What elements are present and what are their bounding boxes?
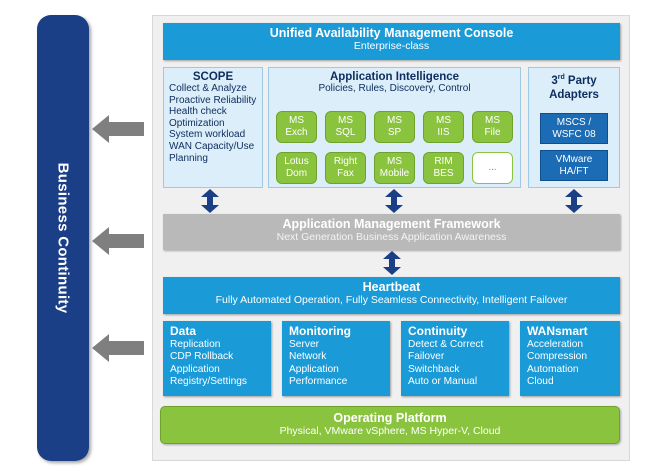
service-continuity: Continuity Detect & Correct Failover Swi… bbox=[401, 321, 509, 396]
platform-title: Operating Platform bbox=[333, 411, 447, 425]
app-tile-line: SP bbox=[387, 127, 402, 138]
scope-title: SCOPE bbox=[192, 71, 234, 83]
service-monitoring: Monitoring Server Network Application Pe… bbox=[282, 321, 390, 396]
double-arrow-icon bbox=[565, 189, 583, 213]
app-tile-line: MS bbox=[485, 115, 500, 126]
heartbeat-bar: Heartbeat Fully Automated Operation, Ful… bbox=[163, 277, 620, 314]
app-tile-line: MS bbox=[387, 156, 402, 167]
app-tile-line: SQL bbox=[335, 127, 356, 138]
app-tile-line: Right bbox=[333, 156, 358, 167]
service-data: Data Replication CDP Rollback Applicatio… bbox=[163, 321, 271, 396]
business-continuity-bar: Business Continuity bbox=[37, 15, 89, 461]
app-tile-line: MS bbox=[387, 115, 402, 126]
app-tile-line: Dom bbox=[285, 168, 308, 179]
scope-item: WAN Capacity/Use bbox=[169, 140, 255, 152]
app-tile-line: Mobile bbox=[379, 168, 410, 179]
app-intelligence-subtitle: Policies, Rules, Discovery, Control bbox=[318, 83, 471, 94]
platform-subtitle: Physical, VMware vSphere, MS Hyper-V, Cl… bbox=[279, 425, 501, 437]
service-item: Failover bbox=[408, 351, 445, 363]
service-item: Acceleration bbox=[527, 339, 584, 350]
amf-subtitle: Next Generation Business Application Awa… bbox=[276, 231, 507, 243]
app-tile: ... bbox=[472, 152, 513, 184]
service-item: Server bbox=[289, 339, 320, 350]
app-tile-line: File bbox=[484, 127, 501, 138]
service-item: Performance bbox=[289, 376, 348, 388]
third-party-title: 3rd Party Adapters bbox=[549, 74, 599, 101]
service-item: Switchback bbox=[408, 363, 460, 375]
left-arrow-icon bbox=[92, 115, 144, 143]
app-tile-line: MS bbox=[337, 115, 353, 126]
app-tile-line: IIS bbox=[437, 127, 450, 138]
adapter-mscs: MSCS /WSFC 08 bbox=[540, 113, 608, 144]
app-tile-line: BES bbox=[433, 168, 454, 179]
left-arrow-icon bbox=[92, 334, 144, 362]
service-title: WANsmart bbox=[527, 324, 588, 338]
service-item: Compression bbox=[527, 351, 588, 363]
app-intelligence-title: Application Intelligence bbox=[329, 71, 460, 83]
double-arrow-icon bbox=[201, 189, 219, 213]
amf-bar: Application Management Framework Next Ge… bbox=[163, 214, 620, 250]
scope-item: Optimization bbox=[169, 117, 225, 129]
double-arrow-icon bbox=[385, 189, 403, 213]
service-item: Cloud bbox=[527, 376, 554, 388]
app-tile-line: ... bbox=[488, 162, 497, 173]
app-tile-line: MS bbox=[288, 115, 304, 126]
service-item: Auto or Manual bbox=[408, 376, 478, 388]
app-tile-line: MS bbox=[436, 115, 451, 126]
service-item: Application bbox=[170, 363, 220, 375]
heartbeat-subtitle: Fully Automated Operation, Fully Seamles… bbox=[215, 294, 568, 306]
service-item: Detect & Correct bbox=[408, 339, 484, 350]
scope-item: Collect & Analyze bbox=[169, 83, 247, 94]
scope-item: Health check bbox=[169, 106, 227, 118]
service-item: Replication bbox=[170, 339, 221, 350]
app-tile-line: Lotus bbox=[284, 156, 309, 167]
left-arrow-icon bbox=[92, 227, 144, 255]
service-item: CDP Rollback bbox=[170, 351, 234, 363]
operating-platform-bar: Operating Platform Physical, VMware vSph… bbox=[160, 406, 620, 444]
service-title: Data bbox=[170, 324, 197, 338]
app-tile-line: Exch bbox=[285, 127, 308, 138]
service-title: Continuity bbox=[408, 324, 468, 338]
scope-item: System workload bbox=[169, 129, 246, 141]
console-title: Unified Availability Management Console bbox=[269, 26, 514, 40]
console-header: Unified Availability Management Console … bbox=[163, 23, 620, 60]
double-arrow-icon bbox=[383, 251, 401, 275]
app-intelligence-box: Application Intelligence Policies, Rules… bbox=[268, 67, 521, 188]
app-tile-line: RIM bbox=[434, 156, 453, 167]
service-item: Network bbox=[289, 351, 327, 363]
scope-item: Proactive Reliability bbox=[169, 94, 257, 106]
console-subtitle: Enterprise-class bbox=[353, 40, 430, 52]
business-continuity-label: Business Continuity bbox=[54, 162, 72, 314]
service-item: Application bbox=[289, 363, 339, 375]
amf-title: Application Management Framework bbox=[282, 217, 501, 231]
app-tile-line: Fax bbox=[337, 168, 354, 179]
service-item: Automation bbox=[527, 363, 579, 375]
service-title: Monitoring bbox=[289, 324, 351, 338]
scope-item: Planning bbox=[169, 152, 208, 164]
heartbeat-title: Heartbeat bbox=[362, 280, 421, 294]
service-item: Registry/Settings bbox=[170, 376, 248, 388]
service-wansmart: WANsmart Acceleration Compression Automa… bbox=[520, 321, 620, 396]
